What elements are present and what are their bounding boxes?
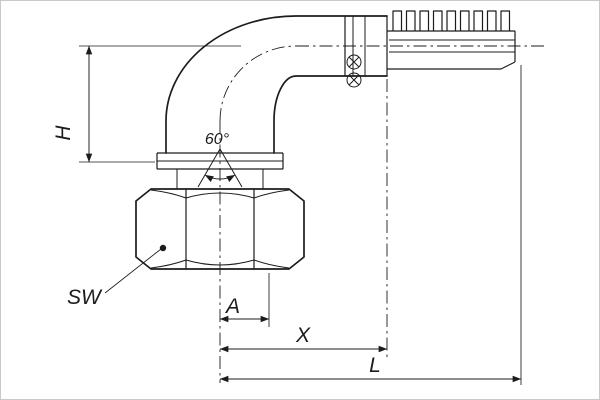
neck-block <box>156 152 284 170</box>
fitting-body <box>135 10 516 270</box>
o-ring-section <box>346 54 362 88</box>
sw-leader-dot <box>159 244 167 252</box>
sw-callout: SW <box>67 244 167 309</box>
elbow-outer-contour <box>165 15 388 154</box>
cone-leg-right <box>219 148 243 188</box>
nipple-bottom-edge <box>387 61 516 70</box>
nut-outline <box>135 188 305 270</box>
dimension-l: L <box>219 65 522 385</box>
a-label: A <box>224 295 240 318</box>
cone-leg-left <box>197 148 221 188</box>
nut-chamfer-arc-bottom <box>185 259 255 266</box>
o-ring-bottom-hatch <box>348 74 360 86</box>
hose-barbs <box>392 10 511 31</box>
sw-label: SW <box>67 286 103 309</box>
nut-side-arcs <box>150 189 290 269</box>
hose-nipple <box>387 10 516 70</box>
cone-angle-label: 60° <box>205 131 230 148</box>
dimension-x: X <box>219 324 388 353</box>
h-label: H <box>52 125 75 141</box>
thread-neck <box>156 152 284 189</box>
angle-dimension: 60° <box>204 131 236 182</box>
l-label: L <box>369 354 381 377</box>
o-ring-top <box>346 54 362 70</box>
swivel-nut <box>135 188 305 270</box>
angle-arc <box>204 174 236 182</box>
dimension-h: H <box>52 45 241 163</box>
o-ring-bottom <box>346 72 362 88</box>
thread-boss-lines <box>176 169 264 189</box>
nut-chamfer-arc-top <box>185 192 255 199</box>
o-ring-top-hatch <box>348 56 360 68</box>
x-label: X <box>295 324 311 347</box>
centerlines <box>219 45 547 383</box>
sealing-cone <box>197 148 243 188</box>
dimension-a: A <box>219 273 270 327</box>
nipple-bore-lines <box>389 39 515 53</box>
sw-leader-line <box>104 248 162 294</box>
bend-centerline-arc <box>219 45 297 122</box>
elbow-inner-contour <box>273 75 388 154</box>
